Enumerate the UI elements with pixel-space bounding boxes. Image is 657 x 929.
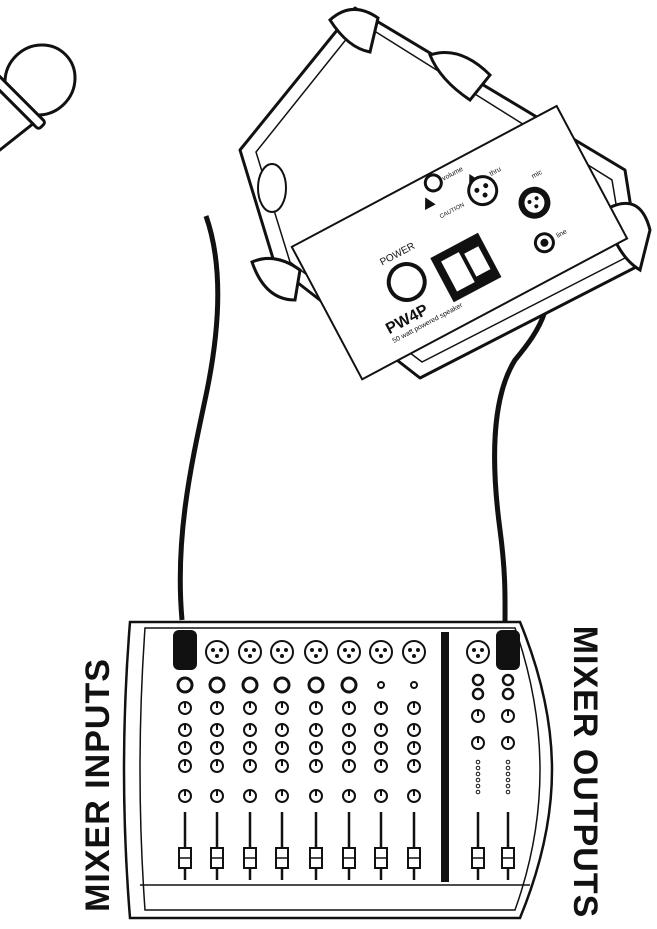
mic-label: mic: [531, 169, 544, 181]
input-xlr-2-pin: [215, 654, 219, 658]
line-label: line: [555, 228, 568, 239]
input-led-7: [377, 681, 385, 689]
meter-led-1: [475, 777, 481, 783]
mixer-inputs-label: MIXER INPUTS: [79, 658, 117, 912]
meter-led-2: [505, 765, 511, 771]
input-xlr-8-pin: [408, 648, 412, 652]
input-xlr-4: [270, 640, 294, 664]
input-jack-4: [273, 676, 291, 694]
meter-led-1: [475, 771, 481, 777]
input-xlr-8-pin: [412, 654, 416, 658]
output-jack-a-2: [501, 673, 515, 687]
input-xlr-4-pin: [280, 654, 284, 658]
input-xlr-8: [402, 640, 426, 664]
meter-led-1: [475, 765, 481, 771]
mixer-outputs-label: MIXER OUTPUTS: [566, 625, 604, 919]
input-xlr-2-pin: [219, 648, 223, 652]
input-jack-6: [340, 676, 358, 694]
input-xlr-5: [304, 640, 328, 664]
input-xlr-3-pin: [248, 654, 252, 658]
powered-speaker: POWER PW4P 50 watt powered speaker CAUTI…: [238, 6, 652, 381]
input-xlr-2-pin: [211, 648, 215, 652]
input-jack-2: [208, 676, 226, 694]
microphone: [0, 43, 77, 223]
output-jack-b-1: [471, 687, 485, 701]
input-xlr-5-pin: [314, 654, 318, 658]
input-jack-1: [176, 676, 194, 694]
input-xlr-6-pin: [351, 648, 355, 652]
meter-led-1: [475, 759, 481, 765]
meter-led-2: [505, 789, 511, 795]
input-xlr-7-pin: [375, 648, 379, 652]
thru-label: thru: [489, 166, 503, 178]
input-xlr-4-pin: [276, 648, 280, 652]
input-xlr-6: [337, 640, 361, 664]
input-xlr-7: [369, 640, 393, 664]
input-xlr-6-pin: [343, 648, 347, 652]
input-xlr-3-pin: [252, 648, 256, 652]
mic-to-mixer-cable: [177, 215, 221, 621]
meter-led-2: [505, 759, 511, 765]
input-xlr-7-pin: [379, 654, 383, 658]
input-xlr-1: [173, 630, 197, 670]
input-led-8: [410, 681, 418, 689]
input-jack-5: [307, 676, 325, 694]
output-xlr-2: [496, 630, 520, 670]
meter-led-2: [505, 771, 511, 777]
input-xlr-6-pin: [347, 654, 351, 658]
output-jack-b-2: [501, 687, 515, 701]
input-xlr-4-pin: [284, 648, 288, 652]
output-xlr-1: [466, 640, 490, 664]
input-xlr-5-pin: [310, 648, 314, 652]
input-xlr-7-pin: [383, 648, 387, 652]
meter-led-2: [505, 777, 511, 783]
input-xlr-3-pin: [244, 648, 248, 652]
mixer: [122, 620, 554, 920]
meter-led-1: [475, 783, 481, 789]
input-xlr-8-pin: [416, 648, 420, 652]
input-xlr-2: [205, 640, 229, 664]
output-xlr-1-pin: [472, 648, 476, 652]
meter-led-2: [505, 783, 511, 789]
meter-led-1: [475, 789, 481, 795]
output-xlr-1-pin: [480, 648, 484, 652]
output-jack-a-1: [471, 673, 485, 687]
output-xlr-1-pin: [476, 654, 480, 658]
input-xlr-3: [238, 640, 262, 664]
input-xlr-5-pin: [318, 648, 322, 652]
input-jack-3: [241, 676, 259, 694]
